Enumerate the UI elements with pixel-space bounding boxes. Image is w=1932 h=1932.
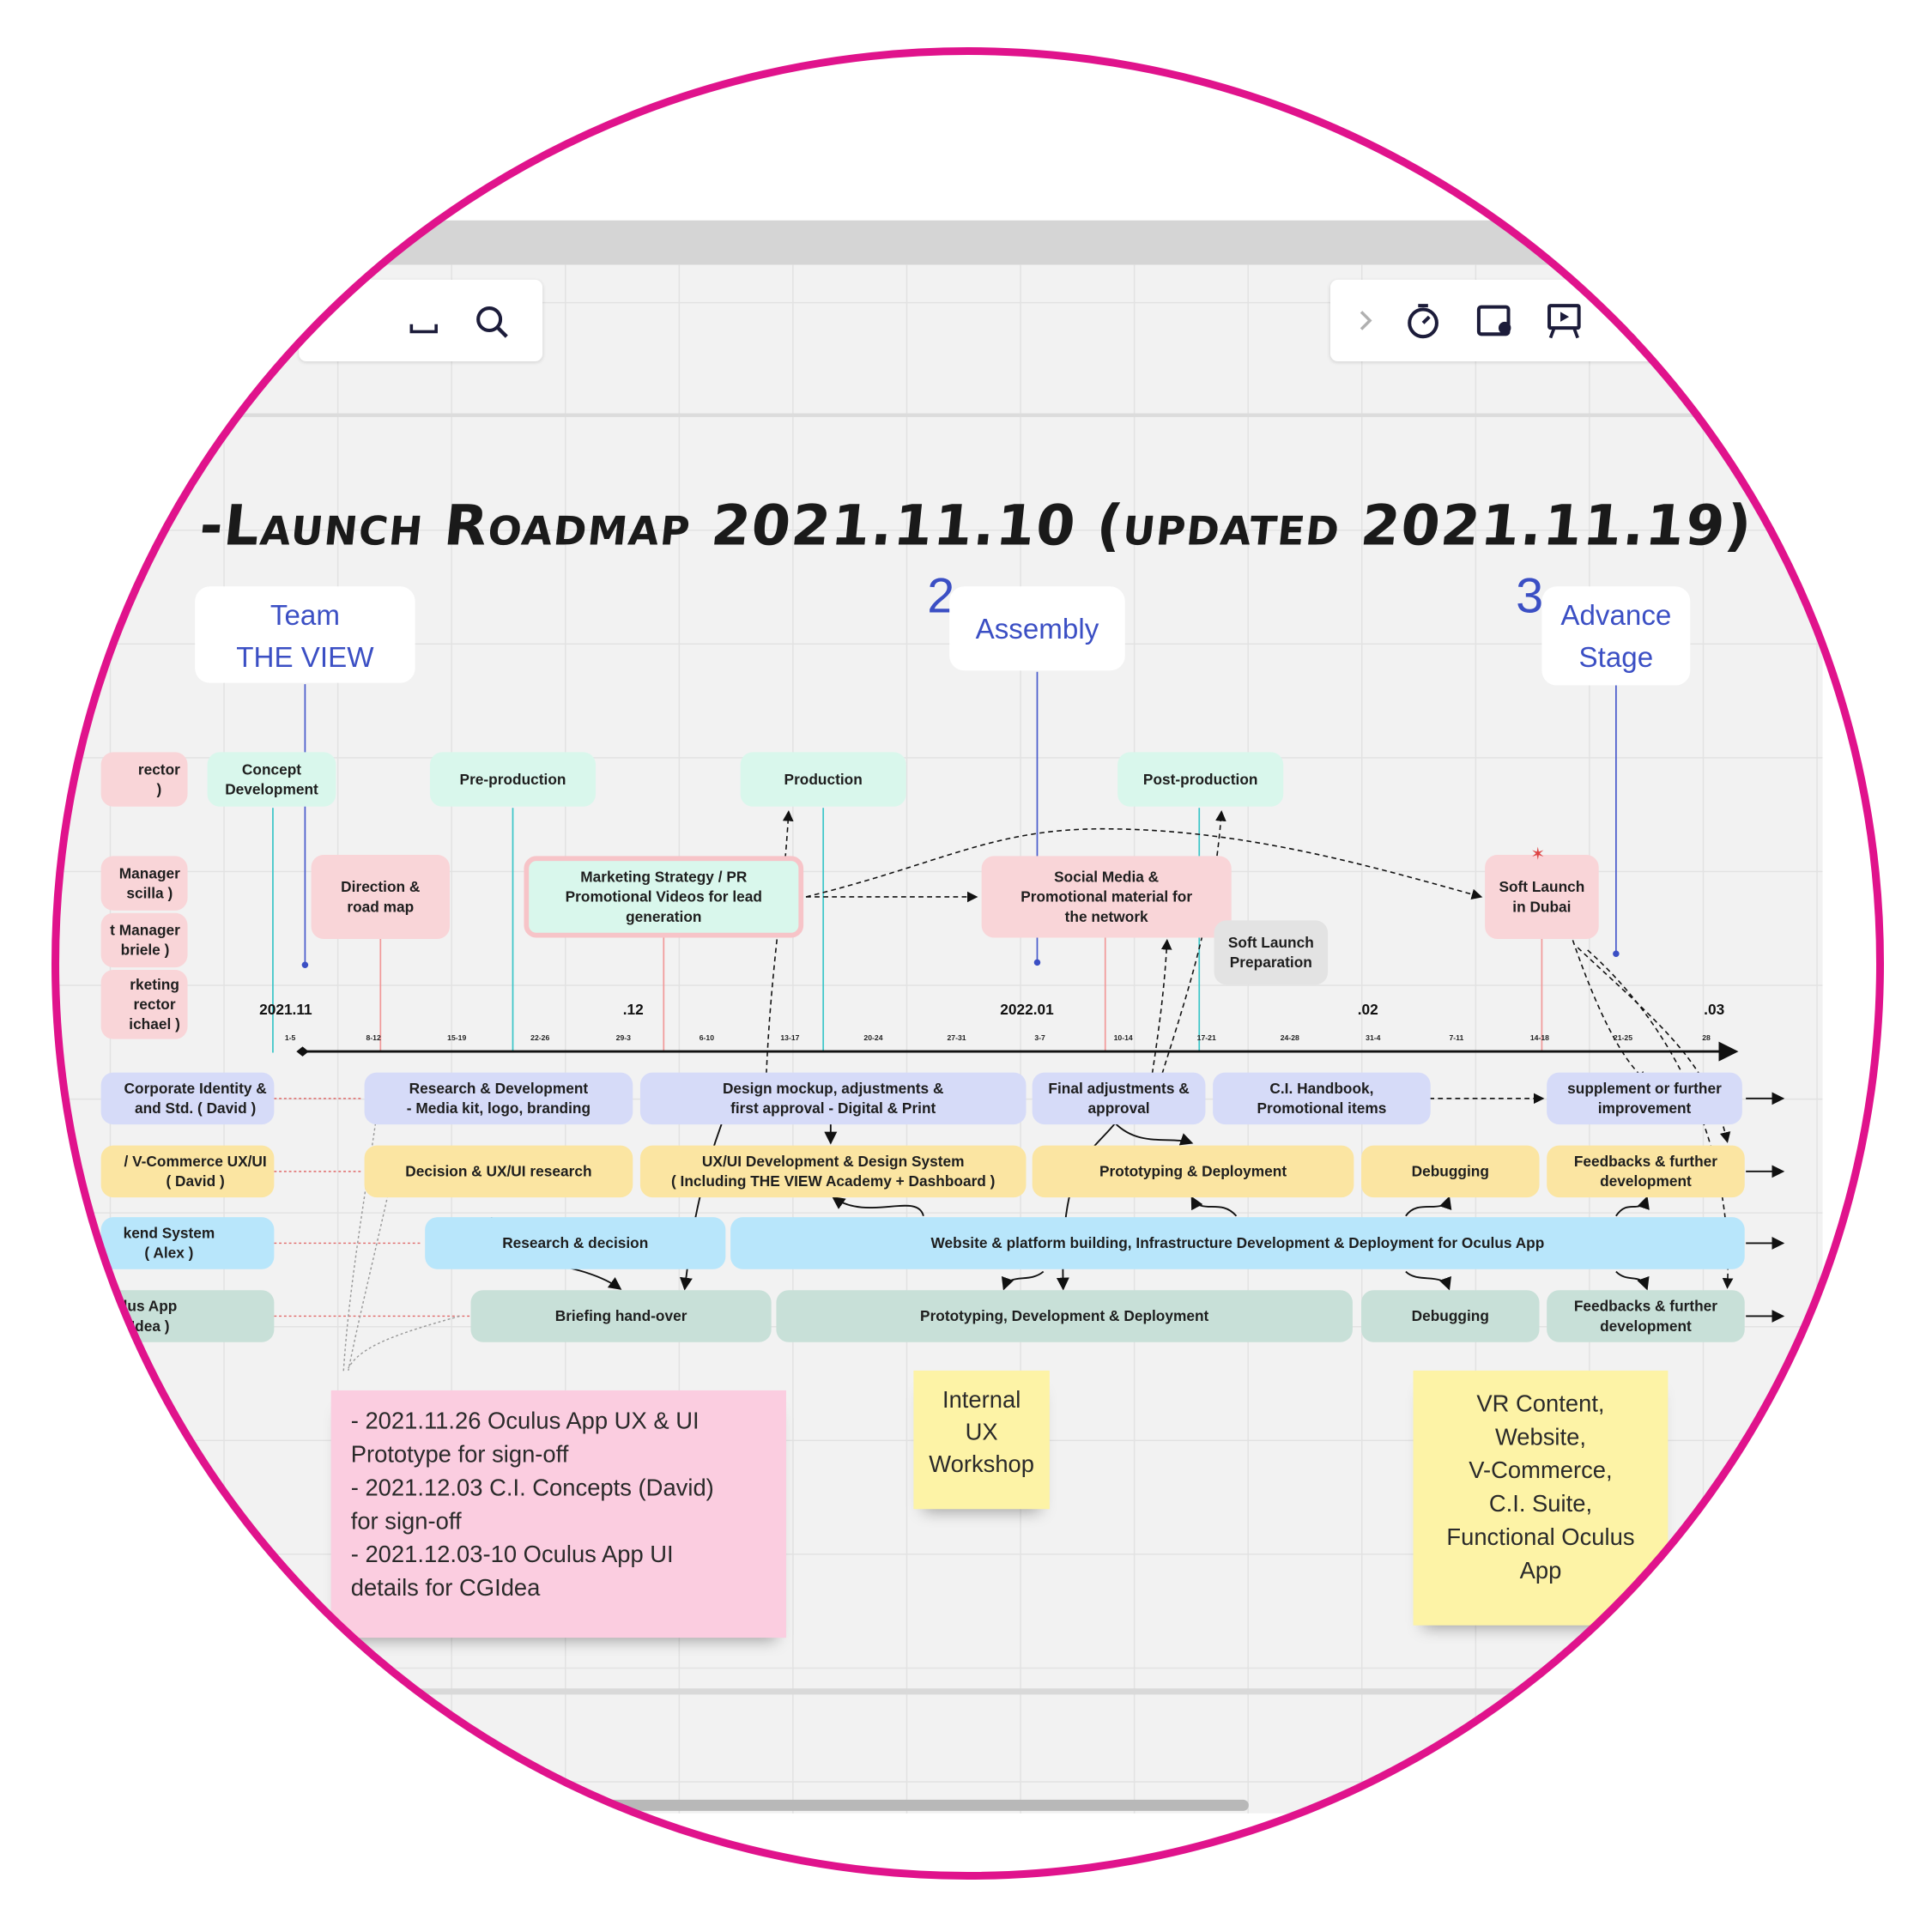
presentation-icon[interactable] [1543, 300, 1585, 342]
whiteboard-viewport: -Launch Roadmap 2021.11.10 (updated 2021… [51, 47, 1884, 1880]
canvas-margin [1822, 264, 1884, 1814]
phase-production[interactable]: Production [740, 752, 906, 807]
circular-crop: -Launch Roadmap 2021.11.10 (updated 2021… [51, 47, 1884, 1880]
phase-pre-production[interactable]: Pre-production [429, 752, 597, 807]
week-tick-label: 21-25 [1613, 1035, 1633, 1044]
task-bar[interactable]: C.I. Handbook, Promotional items [1213, 1072, 1431, 1125]
task-bar[interactable]: Prototyping, Development & Deployment [776, 1290, 1353, 1342]
chevron-right-icon[interactable] [1353, 305, 1380, 336]
connector-lines [272, 671, 1785, 1373]
horizontal-scrollbar[interactable] [459, 1799, 1249, 1811]
week-tick-label: 14-18 [1529, 1035, 1549, 1044]
task-bar[interactable]: Design mockup, adjustments & first appro… [639, 1072, 1027, 1125]
week-tick-label: 31-4 [1366, 1035, 1381, 1044]
week-tick-label: 1-5 [284, 1035, 296, 1044]
week-tick-label: 27-31 [947, 1035, 966, 1044]
week-tick-label: 6-10 [699, 1035, 715, 1044]
task-bar[interactable]: Debugging [1361, 1145, 1540, 1198]
phase-concept[interactable]: Concept Development [207, 752, 336, 807]
timer-icon[interactable] [1402, 300, 1444, 342]
frame-top-border [51, 413, 1823, 417]
row-label-oculus[interactable]: lus App Idea ) [100, 1290, 275, 1342]
person-marketing-director[interactable]: rketing rector ichael ) [100, 969, 188, 1039]
task-bar[interactable]: Research & Development - Media kit, logo… [364, 1072, 633, 1125]
week-tick-label: 17-21 [1196, 1035, 1216, 1044]
sticky-note-workshop[interactable]: Internal UX Workshop [913, 1370, 1050, 1510]
week-tick-label: 28 [1702, 1035, 1711, 1044]
task-bar[interactable]: Feedbacks & further development [1547, 1290, 1745, 1342]
stage-card-advance[interactable]: Advance Stage [1541, 586, 1691, 686]
search-icon[interactable] [472, 302, 512, 342]
week-tick-label: 22-26 [530, 1035, 550, 1044]
sticky-note-signoff[interactable]: - 2021.11.26 Oculus App UX & UI Prototyp… [330, 1390, 786, 1638]
month-label: 2022.01 [1000, 1001, 1054, 1019]
video-card-icon[interactable] [1474, 300, 1516, 342]
month-label: .03 [1704, 1001, 1725, 1019]
phase-post-production[interactable]: Post-production [1117, 752, 1284, 807]
task-bar[interactable]: Final adjustments & approval [1032, 1072, 1206, 1125]
week-tick-label: 24-28 [1280, 1035, 1299, 1044]
right-toolbar [1329, 279, 1727, 362]
task-bar[interactable]: Prototyping & Deployment [1032, 1145, 1354, 1198]
browser-top-bar [51, 220, 1884, 265]
month-label: .02 [1357, 1001, 1378, 1019]
share-icon[interactable] [1614, 300, 1656, 342]
task-bar[interactable]: supplement or further improvement [1547, 1072, 1742, 1125]
person-manager-2[interactable]: t Manager briele ) [100, 912, 188, 968]
milestone-social-media[interactable]: Social Media & Promotional material for … [981, 856, 1232, 938]
row-label-vcommerce[interactable]: / V-Commerce UX/UI ( David ) [100, 1145, 275, 1198]
left-toolbar [299, 279, 543, 362]
week-tick-label: 29-3 [615, 1035, 631, 1044]
party-popper-icon: ✶ [1530, 844, 1546, 864]
frame-bottom-border [51, 1688, 1823, 1695]
task-bar[interactable]: Feedbacks & further development [1547, 1145, 1745, 1198]
upload-icon[interactable] [405, 302, 442, 339]
task-bar[interactable]: Debugging [1361, 1290, 1540, 1342]
stage-number: 3 [1516, 569, 1544, 624]
week-tick-label: 13-17 [780, 1035, 800, 1044]
row-label-backend[interactable]: kend System ( Alex ) [100, 1217, 275, 1269]
person-director[interactable]: rector ) [100, 752, 188, 807]
milestone-direction[interactable]: Direction & road map [311, 854, 451, 939]
sticky-note-deliverables[interactable]: VR Content, Website, V-Commerce, C.I. Su… [1413, 1370, 1669, 1626]
task-bar[interactable]: Website & platform building, Infrastruct… [730, 1217, 1745, 1269]
week-tick-label: 10-14 [1113, 1035, 1133, 1044]
week-tick-label: 15-19 [447, 1035, 467, 1044]
task-bar[interactable]: Briefing hand-over [470, 1290, 772, 1342]
task-bar[interactable]: UX/UI Development & Design System ( Incl… [639, 1145, 1027, 1198]
week-tick-label: 3-7 [1034, 1035, 1045, 1044]
month-label: .12 [622, 1001, 644, 1019]
milestone-soft-launch-prep[interactable]: Soft Launch Preparation [1214, 920, 1329, 985]
milestone-soft-launch[interactable]: Soft Launch in Dubai [1485, 854, 1599, 939]
week-tick-label: 8-12 [366, 1035, 381, 1044]
task-bar[interactable]: Decision & UX/UI research [364, 1145, 633, 1198]
week-tick-label: 20-24 [863, 1035, 883, 1044]
stage-card-assembly[interactable]: Assembly [949, 586, 1125, 671]
month-label: 2021.11 [259, 1001, 312, 1019]
row-label-corporate-identity[interactable]: Corporate Identity & and Std. ( David ) [100, 1072, 275, 1125]
week-tick-label: 7-11 [1449, 1035, 1464, 1044]
task-bar[interactable]: Research & decision [425, 1217, 726, 1269]
person-manager-1[interactable]: Manager scilla ) [100, 856, 188, 911]
stage-card-team[interactable]: Team THE VIEW [195, 586, 415, 683]
milestone-marketing[interactable]: Marketing Strategy / PR Promotional Vide… [524, 856, 804, 938]
